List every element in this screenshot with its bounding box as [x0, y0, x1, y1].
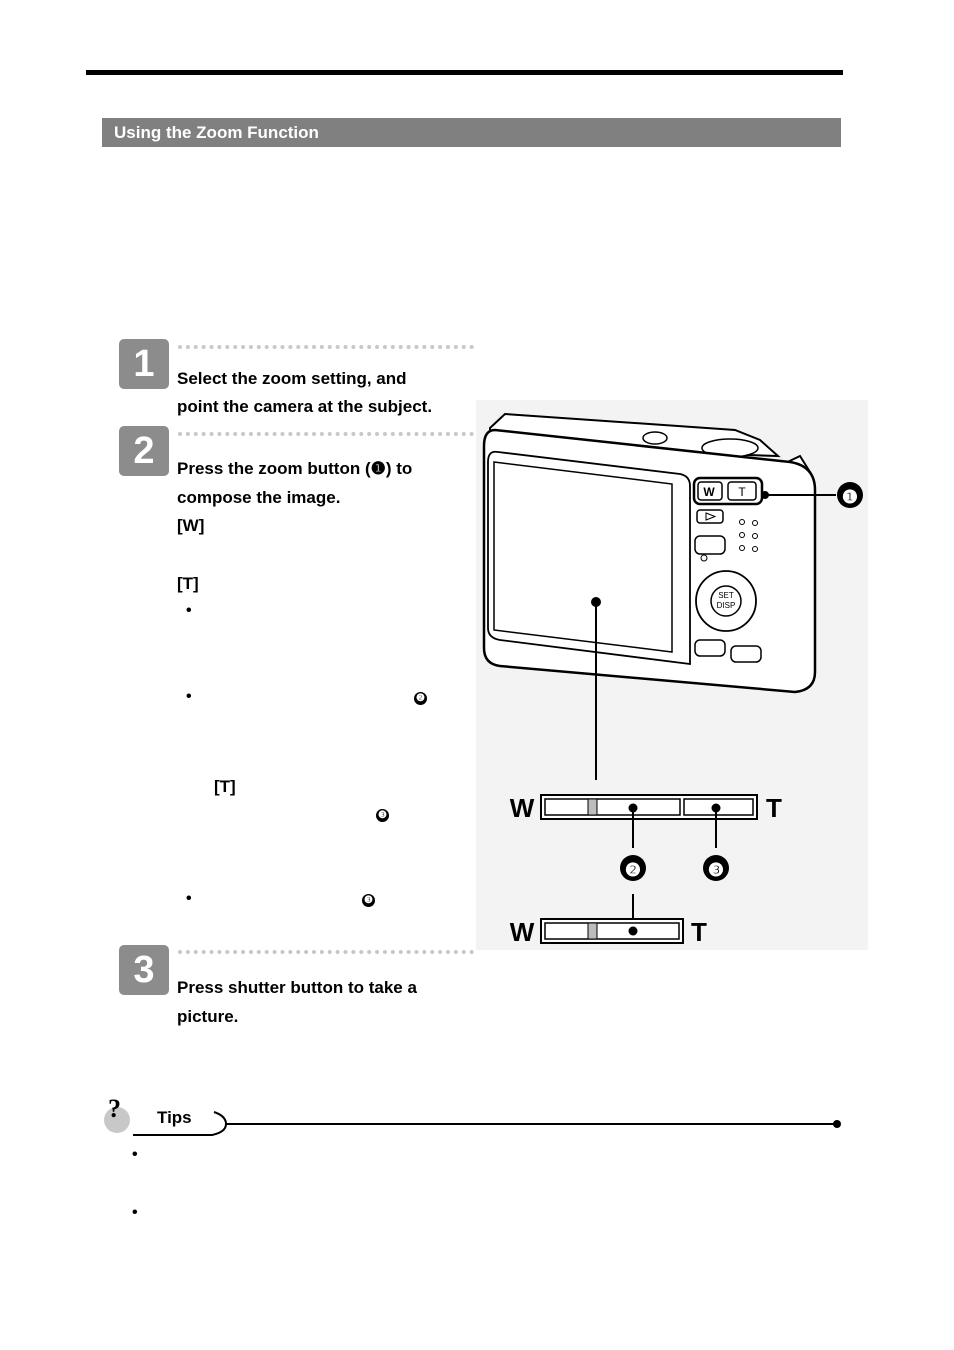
step-1-badge: 1: [119, 339, 169, 389]
zoom-bar-2-w: W: [510, 917, 535, 947]
disp-label: DISP: [717, 601, 736, 610]
top-rule: [86, 70, 843, 75]
wt-button-t-label: T: [738, 485, 746, 499]
step-2-divider: [178, 432, 474, 436]
set-label: SET: [718, 591, 734, 600]
marker-3-icon: ❸: [376, 809, 389, 822]
camera-zoom-figure: W T SET DISP ❶ W T ❷ ❸ W T: [476, 400, 868, 950]
step-2-t-label: [T]: [177, 574, 199, 593]
step-3-badge: 3: [119, 945, 169, 995]
callout-2-icon: ❷: [625, 860, 641, 880]
step-2-badge: 2: [119, 426, 169, 476]
step-2-line-1: Press the zoom button (❶) to: [177, 459, 413, 478]
step-1-divider: [178, 345, 474, 349]
bullet-3: •: [186, 890, 192, 907]
zoom-bar-2-t: T: [691, 917, 707, 947]
wt-button-w-label: W: [703, 485, 715, 499]
question-icon: ?: [108, 1094, 121, 1123]
step-3-line-1: Press shutter button to take a: [177, 978, 417, 997]
zoom-bar-1-w: W: [510, 793, 535, 823]
marker-2-icon: ❷: [414, 692, 427, 705]
step-1-line-2: point the camera at the subject.: [177, 397, 433, 416]
marker-3-icon: ❸: [362, 894, 375, 907]
callout-1-icon: ❶: [842, 487, 858, 507]
tips-label: Tips: [157, 1108, 192, 1127]
step-3-line-2: picture.: [177, 1007, 239, 1026]
step-2-t-label-2: [T]: [214, 777, 236, 796]
section-title: Using the Zoom Function: [102, 118, 841, 147]
step-3-divider: [178, 950, 474, 954]
step-1-line-1: Select the zoom setting, and: [177, 369, 407, 388]
step-2-line-2: compose the image.: [177, 488, 341, 507]
tips-header-graphic: [104, 1107, 841, 1136]
step-2-w-label: [W]: [177, 516, 205, 535]
zoom-bar-1-t: T: [766, 793, 782, 823]
callout-3-icon: ❸: [708, 860, 724, 880]
tips-bullet-1: •: [132, 1146, 138, 1163]
tips-bullet-2: •: [132, 1204, 138, 1221]
bullet-2: •: [186, 688, 192, 705]
bullet-1: •: [186, 602, 192, 619]
